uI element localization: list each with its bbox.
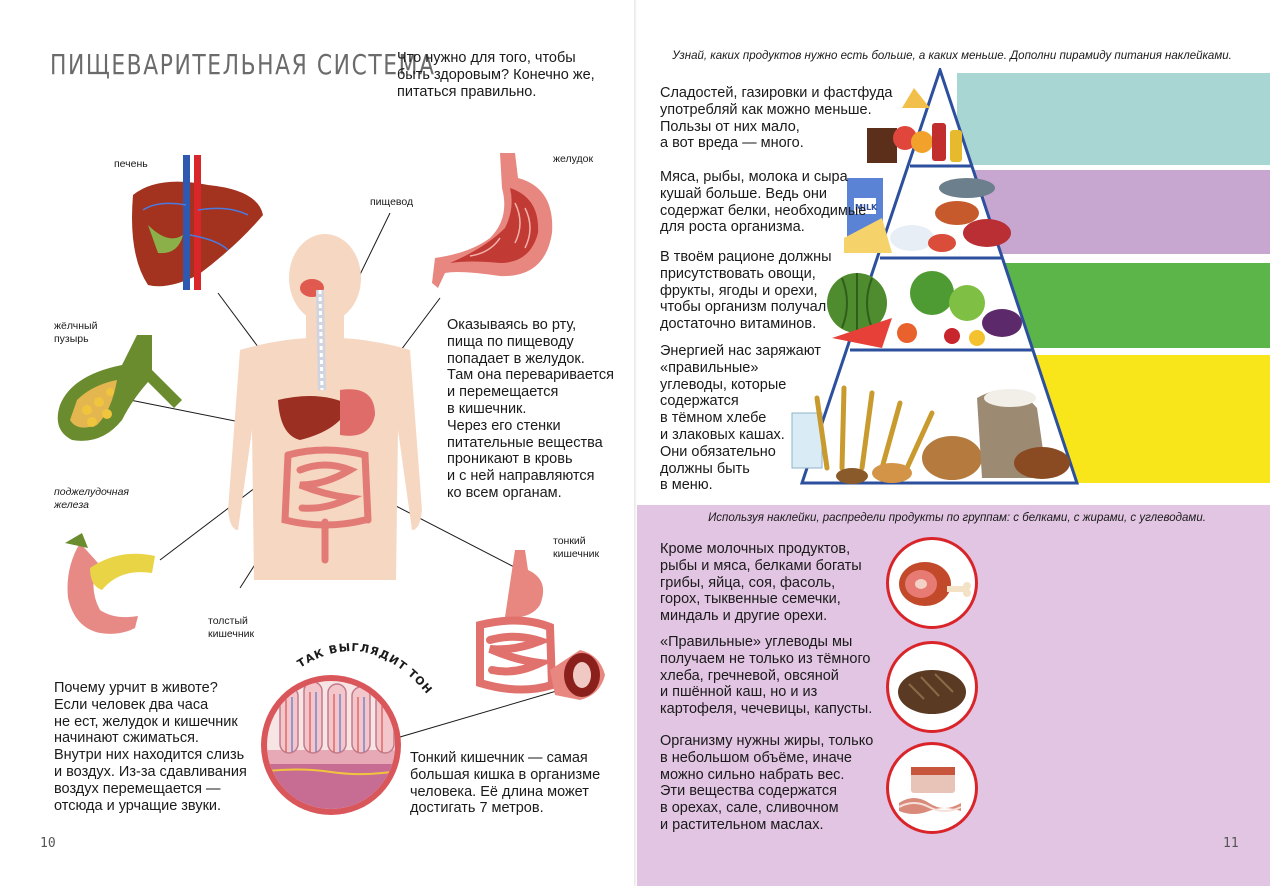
pancreas-figure <box>65 533 155 634</box>
bacon-icon <box>886 742 978 834</box>
svg-text:ТАК ВЫГЛЯДИТ ТОНКИЙ КИШЕЧНИК В: ТАК ВЫГЛЯДИТ ТОНКИЙ КИШЕЧНИК В РАЗРЕЗЕ <box>290 628 435 697</box>
food-pyramid-figure: MILK <box>791 68 1080 485</box>
label-stomach: желудок <box>553 153 594 165</box>
svg-text:MILK: MILK <box>855 203 878 212</box>
rumble-text: Почему урчит в животе? Если человек два … <box>54 680 247 814</box>
small-intestine-figure <box>476 550 605 700</box>
food-groups-caption: Используя наклейки, распредели продукты … <box>708 512 1206 524</box>
body-silhouette-figure <box>228 234 422 580</box>
label-small-intestine: тонкий кишечник <box>553 535 600 560</box>
label-large-intestine: толстый кишечник <box>208 615 255 640</box>
pyramid-text-grains: Энергией нас заряжают «правильные» углев… <box>660 343 821 494</box>
cross-section-label: ТАК ВЫГЛЯДИТ ТОНКИЙ КИШЕЧНИК В РАЗРЕЗЕ <box>290 628 435 697</box>
pyramid-text-protein: Мяса, рыбы, молока и сыра кушай больше. … <box>660 169 867 236</box>
label-pancreas: поджелудочная железа <box>54 486 130 511</box>
bread-icon <box>886 641 978 733</box>
intro-text: Что нужно для того, чтобы быть здоровым?… <box>397 50 595 100</box>
pyramid-text-vegetables: В твоём рационе должны присутствовать ов… <box>660 249 832 333</box>
page-title: ПИЩЕВАРИТЕЛЬНАЯ СИСТЕМА <box>50 48 436 81</box>
liver-figure <box>132 155 263 290</box>
stomach-figure <box>432 153 553 288</box>
left-page: ПИЩЕВАРИТЕЛЬНАЯ СИСТЕМА Что нужно для то… <box>40 48 615 851</box>
small-intestine-text: Тонкий кишечник — самая большая кишка в … <box>410 750 601 817</box>
intestine-cross-section-figure <box>261 675 401 815</box>
ham-icon <box>886 537 978 629</box>
digestion-text: Оказываясь во рту, пища по пищеводу попа… <box>447 317 615 501</box>
label-gallbladder: жёлчный пузырь <box>54 320 98 345</box>
group-text-carbs: «Правильные» углеводы мы получаем не тол… <box>660 634 873 718</box>
label-esophagus: пищевод <box>370 196 414 208</box>
page-number-right: 11 <box>1223 836 1239 851</box>
page-number-left: 10 <box>40 836 56 851</box>
pyramid-band-sweets <box>957 73 1270 165</box>
label-liver: печень <box>114 158 148 170</box>
pyramid-caption: Узнай, каких продуктов нужно есть больше… <box>672 50 1232 62</box>
pyramid-text-sweets: Сладостей, газировки и фастфуда употребл… <box>660 85 893 152</box>
gallbladder-figure <box>57 335 182 441</box>
group-text-fats: Организму нужны жиры, только в небольшом… <box>660 733 874 833</box>
pyramid-band-protein <box>957 170 1270 254</box>
right-page: Узнай, каких продуктов нужно есть больше… <box>637 0 1270 886</box>
group-text-proteins: Кроме молочных продуктов, рыбы и мяса, б… <box>660 541 862 625</box>
